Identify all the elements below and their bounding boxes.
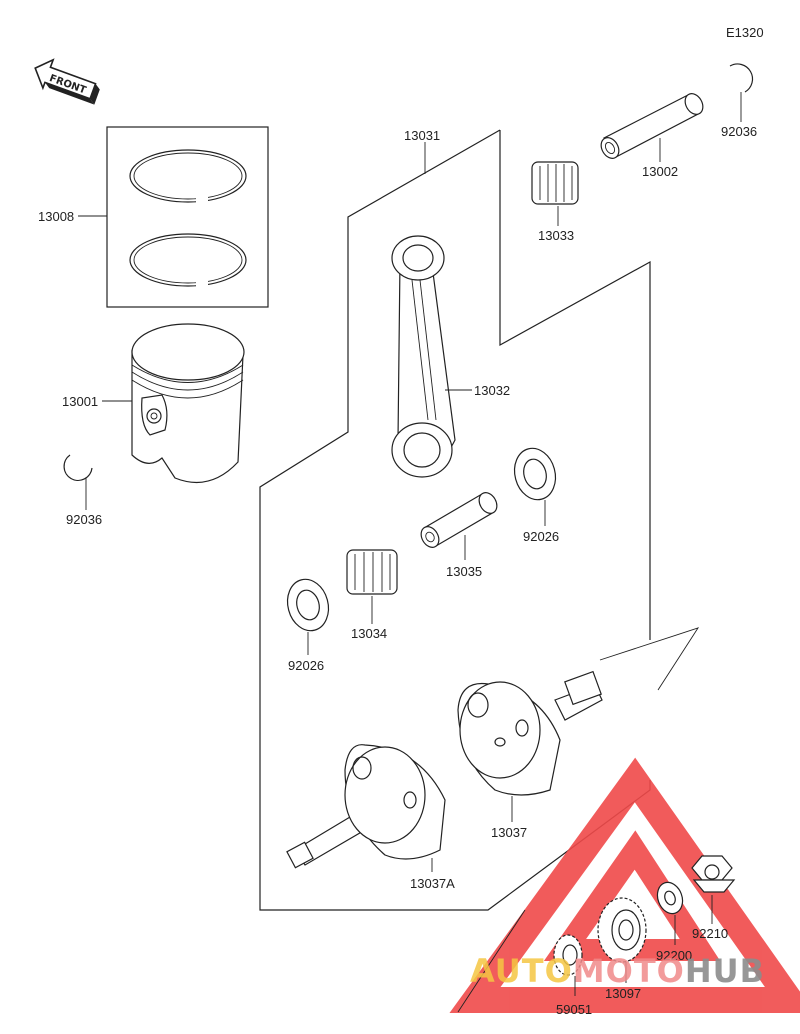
connecting-rod — [391, 235, 456, 478]
part-label-13097: 13097 — [605, 986, 641, 1001]
nut — [691, 855, 736, 924]
part-label-13001: 13001 — [62, 394, 98, 409]
part-label-92036-right: 92036 — [721, 124, 757, 139]
watermark-auto: AUTO — [470, 952, 573, 990]
part-label-92026-right: 92026 — [523, 529, 559, 544]
part-label-59051: 59051 — [556, 1002, 592, 1017]
needle-bearing-small-end — [531, 161, 579, 226]
assembly-outline — [499, 130, 651, 640]
diagram-code: E1320 — [726, 25, 764, 40]
watermark-hub: HUB — [685, 952, 765, 990]
watermark-text: AUTOMOTOHUB — [470, 952, 765, 990]
part-label-13031: 13031 — [404, 128, 440, 143]
crankshaft-half-left — [286, 744, 446, 872]
crankshaft-half-right — [457, 627, 700, 822]
part-label-92210: 92210 — [692, 926, 728, 941]
crank-pin — [420, 492, 498, 560]
part-label-92200: 92200 — [656, 948, 692, 963]
thrust-washer-left — [286, 578, 330, 655]
part-label-13035: 13035 — [446, 564, 482, 579]
thrust-washer-right — [513, 447, 557, 526]
piston-ring-lower — [129, 233, 247, 290]
piston — [131, 323, 245, 484]
pump-drive-gear — [457, 909, 583, 1013]
part-label-13033: 13033 — [538, 228, 574, 243]
part-label-13008: 13008 — [38, 209, 74, 224]
part-label-13002: 13002 — [642, 164, 678, 179]
front-arrow-icon: FRONT — [34, 58, 100, 105]
part-label-92036-left: 92036 — [66, 512, 102, 527]
circlip-right — [729, 63, 754, 122]
watermark-moto: MOTO — [573, 952, 685, 990]
piston-pin — [600, 93, 704, 162]
part-label-13032: 13032 — [474, 383, 510, 398]
part-label-13034: 13034 — [351, 626, 387, 641]
part-label-13037A: 13037A — [410, 876, 455, 891]
piston-ring-upper — [129, 149, 247, 206]
part-label-13037: 13037 — [491, 825, 527, 840]
circlip-left — [63, 454, 93, 510]
washer — [656, 881, 684, 945]
needle-bearing-big-end — [346, 549, 398, 624]
crank-gear — [597, 897, 647, 983]
piston-ring-box — [106, 126, 269, 308]
part-label-92026-left: 92026 — [288, 658, 324, 673]
